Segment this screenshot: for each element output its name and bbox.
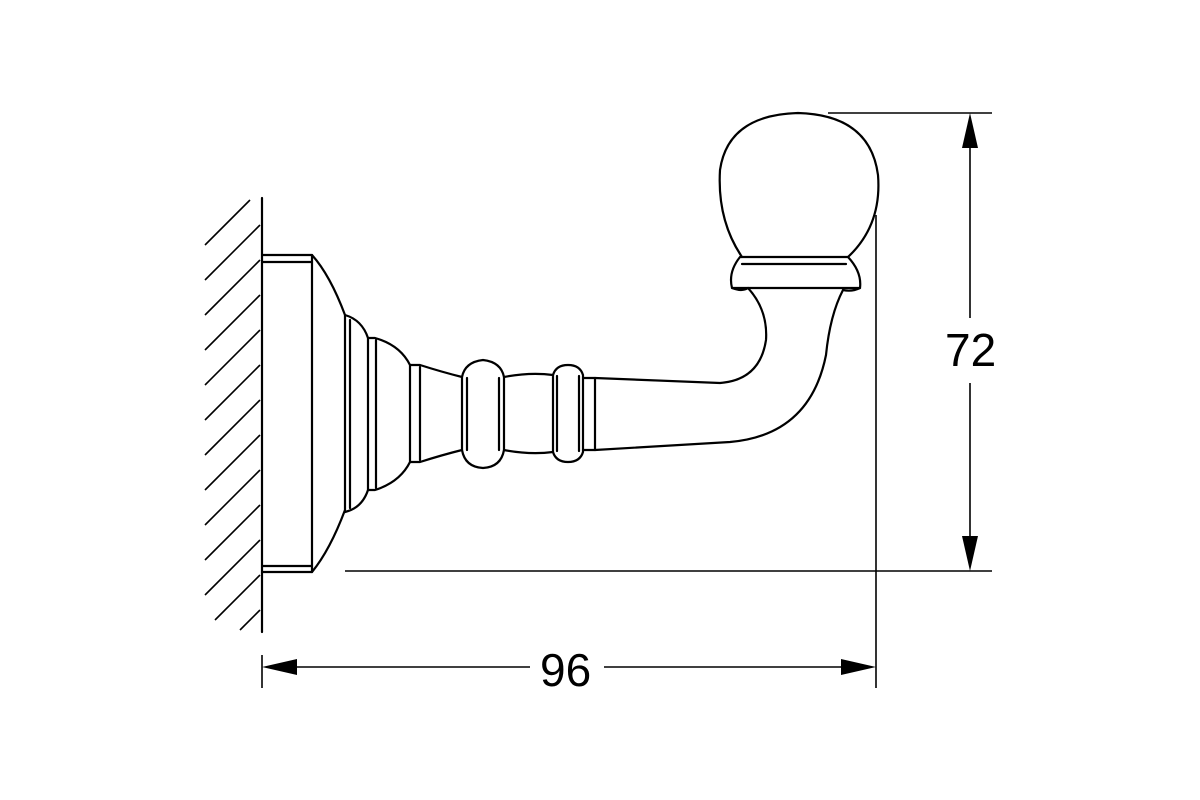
arrow-right [841,659,876,675]
hook [261,111,880,574]
wall-plate [261,253,347,574]
curved-arm [581,286,845,452]
width-dimension: 96 [261,215,877,696]
arrow-up [962,113,978,148]
base-rings [343,313,412,514]
turned-stem [408,358,585,470]
width-label: 96 [540,644,591,696]
ball-knob [718,111,880,259]
arrow-left [262,659,297,675]
height-dimension: 72 [345,112,996,572]
height-label: 72 [945,324,996,376]
wall-hatching [204,199,261,631]
knob-collar [729,255,862,292]
wall [204,196,264,634]
arrow-down [962,536,978,571]
